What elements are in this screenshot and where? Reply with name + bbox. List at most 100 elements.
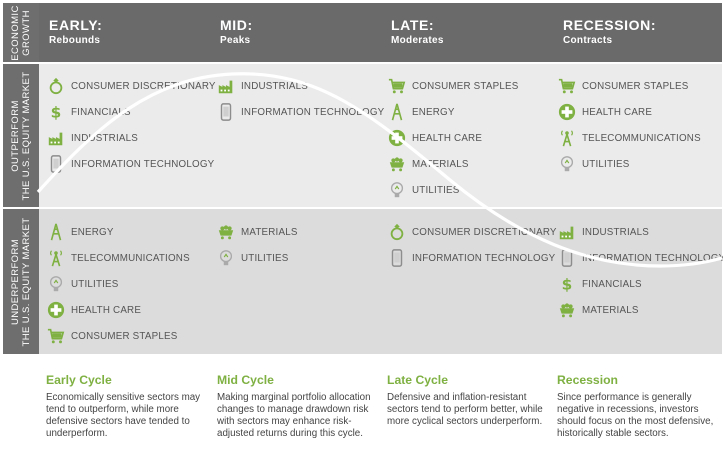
- sector-item: UTILITIES: [387, 177, 518, 203]
- description-body: Economically sensitive sectors may tend …: [46, 392, 201, 439]
- phase-header-late: LATE:Moderates: [391, 17, 444, 46]
- factory-icon: [46, 129, 65, 148]
- cart-icon: [46, 327, 65, 346]
- divider: [3, 62, 722, 64]
- sector-item: CONSUMER DISCRETIONARY: [46, 73, 216, 99]
- sector-item: UTILITIES: [46, 271, 190, 297]
- lightbulb-icon: [557, 155, 576, 174]
- divider: [3, 207, 722, 209]
- sector-label: FINANCIALS: [71, 106, 131, 118]
- svg-text:$: $: [50, 103, 61, 121]
- sector-label: HEALTH CARE: [582, 106, 653, 118]
- sector-label: INFORMATION TECHNOLOGY: [582, 252, 723, 264]
- phone-icon: [557, 249, 576, 268]
- sector-item: CONSUMER STAPLES: [387, 73, 518, 99]
- phase-title: RECESSION:: [563, 17, 657, 33]
- sector-label: CONSUMER STAPLES: [582, 80, 689, 92]
- sector-label: MATERIALS: [241, 226, 298, 238]
- side-label-line: GROWTH: [21, 9, 32, 56]
- sector-item: HEALTH CARE: [46, 297, 190, 323]
- sector-item: INFORMATION TECHNOLOGY: [46, 151, 216, 177]
- sector-label: INFORMATION TECHNOLOGY: [241, 106, 385, 118]
- lightbulb-icon: [216, 249, 235, 268]
- outperform-column: CONSUMER STAPLES ENERGY HEALTH CARE MATERIA…: [387, 73, 518, 203]
- sector-label: INDUSTRIALS: [71, 132, 138, 144]
- ring-icon: [46, 77, 65, 96]
- phase-header-recession: RECESSION: Contracts: [563, 17, 656, 46]
- sector-item: TELECOMMUNICATIONS: [557, 125, 701, 151]
- sector-item: CONSUMER STAPLES: [46, 323, 190, 349]
- factory-icon: [557, 223, 576, 242]
- sector-label: CONSUMER DISCRETIONARY: [412, 226, 557, 238]
- side-label-line: THE U.S. EQUITY MARKET: [21, 217, 32, 346]
- sector-label: INFORMATION TECHNOLOGY: [412, 252, 556, 264]
- phase-title: LATE:: [391, 17, 435, 33]
- sector-label: TELECOMMUNICATIONS: [582, 132, 701, 144]
- underperform-column: INDUSTRIALS INFORMATION TECHNOLOGY $FINANC…: [557, 219, 723, 323]
- sector-item: ENERGY: [387, 99, 518, 125]
- phase-subtitle: Contracts: [563, 35, 613, 46]
- sector-label: MATERIALS: [582, 304, 639, 316]
- sector-item: INFORMATION TECHNOLOGY: [557, 245, 723, 271]
- sector-item: ENERGY: [46, 219, 190, 245]
- mine-cart-icon: [387, 155, 406, 174]
- sector-label: CONSUMER STAPLES: [71, 330, 178, 342]
- phase-header-early: EARLY: Rebounds: [49, 17, 102, 46]
- sector-label: INFORMATION TECHNOLOGY: [71, 158, 215, 170]
- sector-label: UTILITIES: [412, 184, 460, 196]
- sector-label: HEALTH CARE: [71, 304, 142, 316]
- phase-title: EARLY:: [49, 17, 103, 33]
- sector-label: CONSUMER STAPLES: [412, 80, 519, 92]
- mine-cart-icon: [216, 223, 235, 242]
- dollar-icon: $: [46, 103, 65, 122]
- oil-rig-icon: [46, 223, 65, 242]
- oil-rig-icon: [387, 103, 406, 122]
- sector-label: ENERGY: [412, 106, 455, 118]
- ring-icon: [387, 223, 406, 242]
- antenna-icon: [46, 249, 65, 268]
- sector-label: UTILITIES: [241, 252, 289, 264]
- sector-label: FINANCIALS: [582, 278, 642, 290]
- sector-label: INDUSTRIALS: [241, 80, 308, 92]
- side-label-line: ECONOMIC: [10, 4, 21, 61]
- cart-icon: [557, 77, 576, 96]
- sector-item: INFORMATION TECHNOLOGY: [216, 99, 384, 125]
- lightbulb-icon: [46, 275, 65, 294]
- underperform-column: ENERGY TELECOMMUNICATIONS UTILITIES HEALTH …: [46, 219, 190, 349]
- description-heading: Early Cycle: [46, 373, 112, 387]
- outperform-column: CONSUMER DISCRETIONARY $ FINANCIALS INDUSTR…: [46, 73, 216, 177]
- phase-subtitle: Rebounds: [49, 35, 101, 46]
- sector-label: INDUSTRIALS: [582, 226, 649, 238]
- medical-cross-icon: [557, 103, 576, 122]
- phase-header-mid: MID:Peaks: [220, 17, 253, 46]
- sector-item: UTILITIES: [557, 151, 701, 177]
- underperform-column: CONSUMER DISCRETIONARY INFORMATION TECHNO…: [387, 219, 557, 271]
- sector-item: MATERIALS: [387, 151, 518, 177]
- sector-item: CONSUMER STAPLES: [557, 73, 701, 99]
- sector-item: TELECOMMUNICATIONS: [46, 245, 190, 271]
- sector-item: UTILITIES: [216, 245, 298, 271]
- sector-item: MATERIALS: [216, 219, 298, 245]
- description-heading: Recession: [557, 373, 618, 387]
- outperform-column: CONSUMER STAPLES HEALTH CARE TELECOMMUNICA…: [557, 73, 701, 177]
- sector-item: INFORMATION TECHNOLOGY: [387, 245, 557, 271]
- lightbulb-icon: [387, 181, 406, 200]
- factory-icon: [216, 77, 235, 96]
- phase-subtitle: Peaks: [220, 35, 251, 46]
- sector-label: TELECOMMUNICATIONS: [71, 252, 190, 264]
- phone-icon: [216, 103, 235, 122]
- sector-label: CONSUMER DISCRETIONARY: [71, 80, 216, 92]
- sector-item: INDUSTRIALS: [557, 219, 723, 245]
- sector-label: HEALTH CARE: [412, 132, 483, 144]
- sector-label: UTILITIES: [582, 158, 630, 170]
- side-label-line: UNDERPERFORM: [10, 238, 21, 325]
- header-band: [3, 3, 722, 63]
- sector-item: INDUSTRIALS: [46, 125, 216, 151]
- description-heading: Mid Cycle: [217, 373, 274, 387]
- sector-item: $FINANCIALS: [557, 271, 723, 297]
